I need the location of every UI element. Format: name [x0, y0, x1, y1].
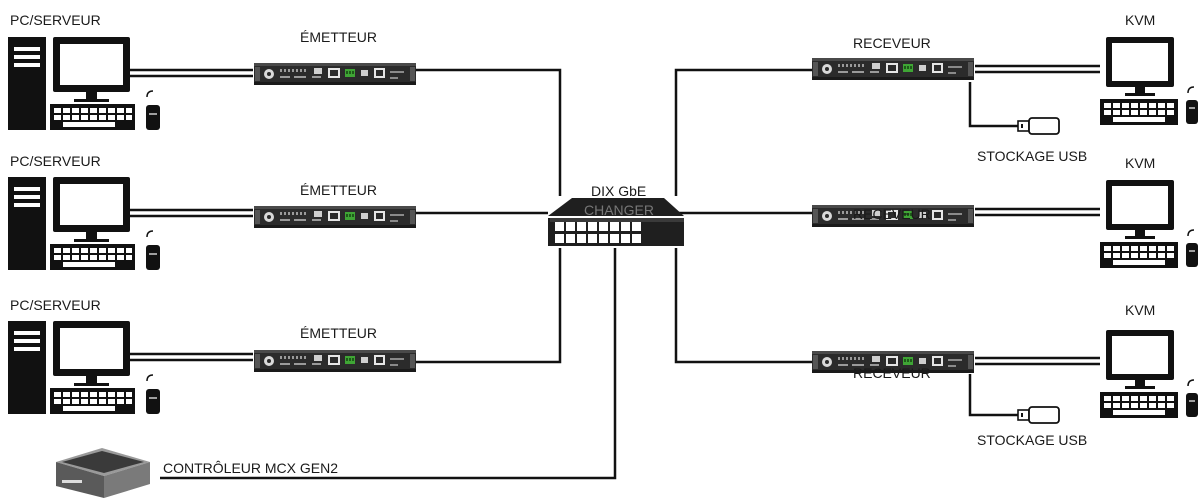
network-switch-icon — [548, 198, 684, 246]
kvm-station-1 — [1099, 36, 1199, 126]
pc-tower-icon — [7, 176, 161, 271]
emitter-label-2: ÉMETTEUR — [300, 182, 377, 198]
switch-sublabel: CHANGER — [584, 202, 655, 218]
emitter-device-2 — [254, 206, 416, 228]
pc-tower-icon — [7, 320, 161, 415]
emitter-label-3: ÉMETTEUR — [300, 325, 377, 341]
pc-station-1 — [7, 36, 161, 131]
controller-box-icon — [56, 448, 150, 498]
kvm-station-3 — [1099, 329, 1199, 419]
cables — [127, 64, 1100, 480]
emitter-device-1 — [254, 63, 416, 85]
emitter-device-3 — [254, 350, 416, 372]
pc-server-label-1: PC/SERVEUR — [10, 12, 101, 28]
pc-station-2 — [7, 176, 161, 271]
kvm-label-2: KVM — [1125, 155, 1156, 171]
usb-storage-label-2: STOCKAGE USB — [977, 432, 1088, 448]
emitter-label-1: ÉMETTEUR — [300, 29, 377, 45]
pc-server-label-2: PC/SERVEUR — [10, 153, 101, 169]
kvm-label-1: KVM — [1125, 12, 1156, 28]
receiver-device-1 — [812, 58, 974, 80]
controller-label: CONTRÔLEUR MCX GEN2 — [163, 460, 339, 476]
switch-label: DIX GbE — [591, 183, 647, 199]
usb-storage-label-1: STOCKAGE USB — [977, 148, 1088, 164]
kvm-station-2 — [1099, 179, 1199, 269]
usb-stick-icon — [1017, 406, 1060, 424]
pc-server-label-3: PC/SERVEUR — [10, 297, 101, 313]
receiver-label-2: RECEVEUR — [853, 206, 931, 222]
pc-station-3 — [7, 320, 161, 415]
receiver-label-3: RECEVEUR — [853, 365, 931, 381]
kvm-label-3: KVM — [1125, 302, 1156, 318]
receiver-label-1: RECEVEUR — [853, 35, 931, 51]
pc-tower-icon — [7, 36, 161, 131]
usb-stick-icon — [1017, 117, 1060, 135]
controller-badge-text: MCX — [8, 457, 35, 469]
